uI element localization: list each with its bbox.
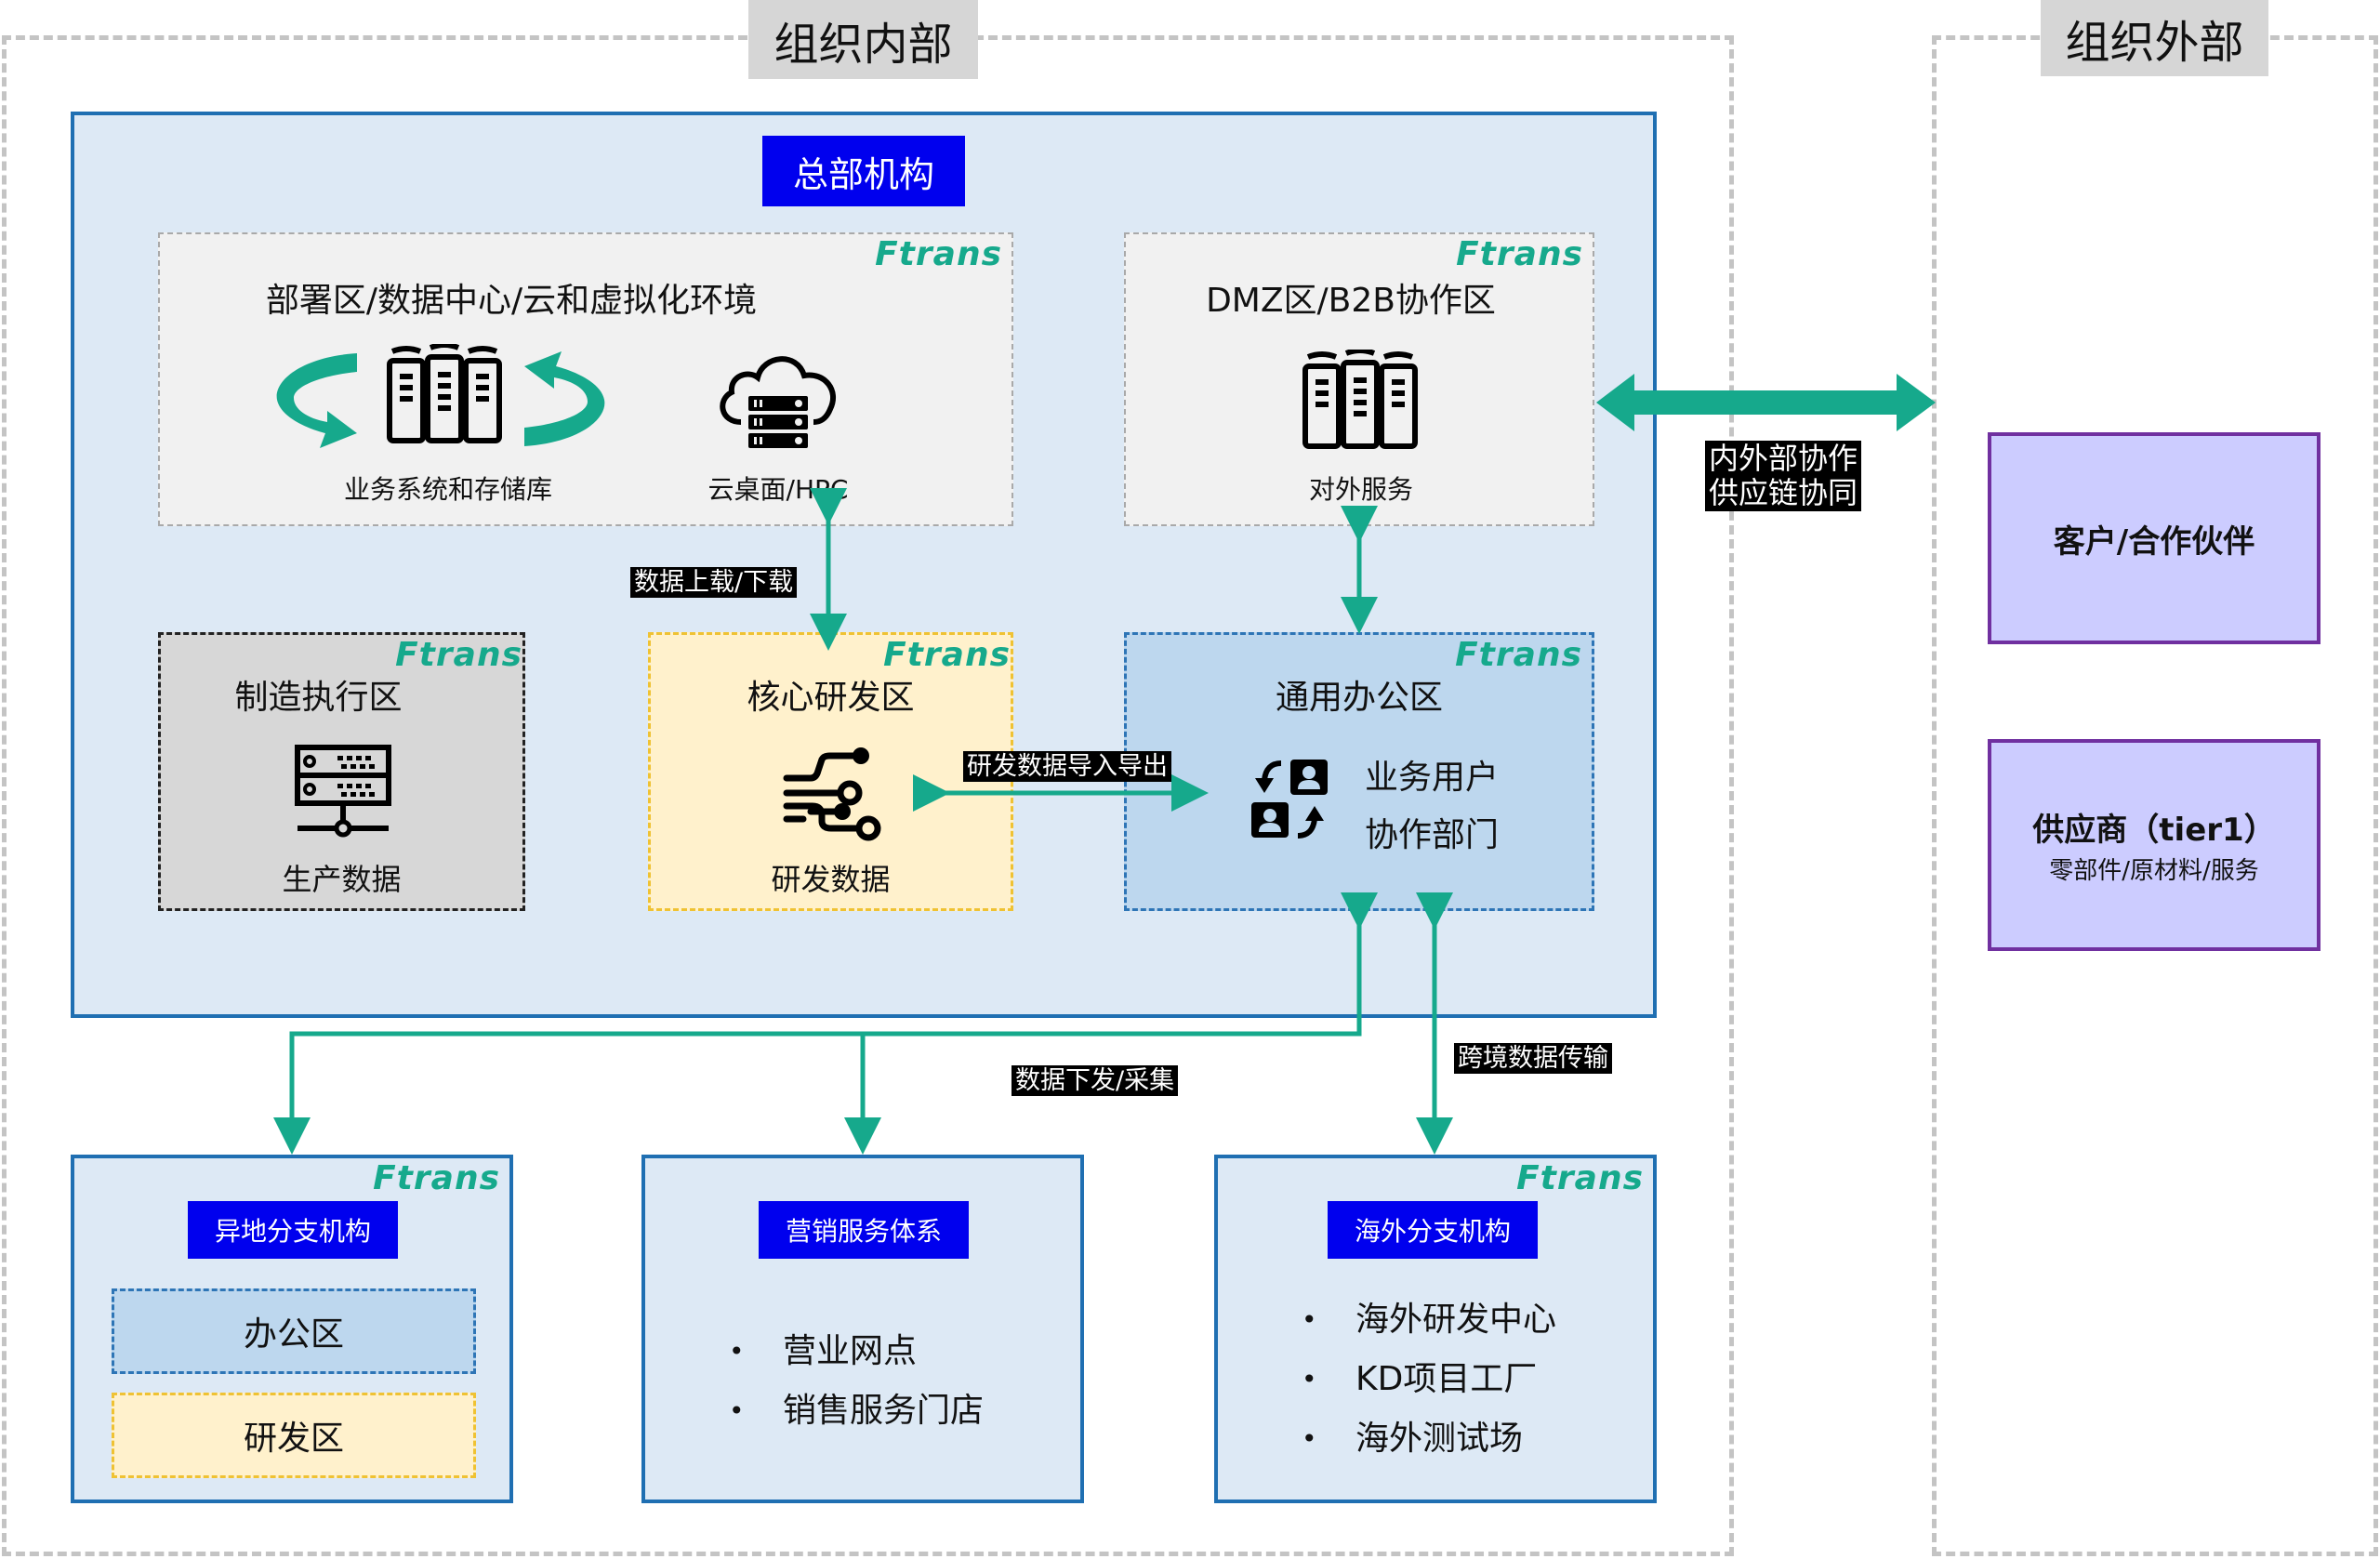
- remote-rd-zone: 研发区: [112, 1393, 476, 1478]
- ftrans-logo: Ftrans: [883, 636, 1011, 674]
- ftrans-logo: Ftrans: [1516, 1159, 1644, 1197]
- list-item: 海外研发中心: [1302, 1290, 1556, 1350]
- customer-partner-box: 客户/合作伙伴: [1988, 432, 2320, 644]
- remote-branch-box: Ftrans 异地分支机构 办公区 研发区: [71, 1155, 513, 1503]
- internal-region-label: 组织内部: [748, 0, 978, 79]
- cloud-desktop-hpc-label: 云桌面/HPC: [707, 474, 849, 505]
- external-collab-line-1: 内外部协作: [1709, 441, 1858, 476]
- core-rd-zone: Ftrans 核心研发区 研发数据: [648, 632, 1013, 911]
- network-server-icon: [295, 745, 391, 838]
- user-exchange-icon: [1251, 760, 1328, 839]
- marketing-list: 营业网点 销售服务门店: [729, 1322, 984, 1441]
- server-rack-icon: [1302, 350, 1418, 449]
- marketing-box: 营销服务体系 营业网点 销售服务门店: [641, 1155, 1084, 1503]
- distribute-collect-label: 数据下发/采集: [1012, 1065, 1179, 1097]
- supplier-box: 供应商（tier1） 零部件/原材料/服务: [1988, 739, 2320, 951]
- upload-download-label: 数据上载/下载: [630, 567, 798, 599]
- ftrans-logo: Ftrans: [1455, 636, 1582, 674]
- production-data-label: 生产数据: [282, 862, 402, 897]
- marketing-label: 营销服务体系: [759, 1201, 969, 1259]
- business-users-label: 业务用户: [1365, 759, 1500, 797]
- cloud-server-icon: [720, 356, 837, 448]
- core-rd-zone-title: 核心研发区: [747, 679, 915, 717]
- overseas-list: 海外研发中心 KD项目工厂 海外测试场: [1302, 1290, 1556, 1469]
- rd-data-label: 研发数据: [771, 862, 891, 897]
- list-item: KD项目工厂: [1302, 1350, 1556, 1409]
- supplier-title: 供应商（tier1）: [2032, 812, 2276, 849]
- circuit-icon: [783, 747, 881, 841]
- ftrans-logo: Ftrans: [373, 1159, 500, 1197]
- external-collab-line-2: 供应链协同: [1709, 474, 1858, 510]
- rd-import-export-label: 研发数据导入导出: [963, 751, 1171, 783]
- server-rack-icon: [387, 344, 502, 443]
- dmz-zone-title: DMZ区/B2B协作区: [1206, 282, 1496, 320]
- business-systems-label: 业务系统和存储库: [343, 474, 552, 505]
- remote-branch-label: 异地分支机构: [188, 1201, 398, 1259]
- list-item: 营业网点: [729, 1322, 984, 1381]
- ftrans-logo: Ftrans: [395, 636, 522, 674]
- office-zone-title: 通用办公区: [1275, 679, 1443, 717]
- supplier-subtitle: 零部件/原材料/服务: [2049, 857, 2259, 885]
- deploy-zone: Ftrans 部署区/数据中心/云和虚拟化环境 业务系统和存储库 云桌面/HPC: [158, 232, 1013, 526]
- external-region-label: 组织外部: [2041, 0, 2268, 76]
- overseas-branch-label: 海外分支机构: [1328, 1201, 1538, 1259]
- external-services-label: 对外服务: [1308, 474, 1413, 505]
- cross-border-label: 跨境数据传输: [1454, 1043, 1612, 1075]
- list-item: 销售服务门店: [729, 1381, 984, 1441]
- sync-arrows-icon: [276, 351, 605, 448]
- collab-departments-label: 协作部门: [1365, 816, 1500, 854]
- manufacturing-zone: Ftrans 制造执行区 生产数据: [158, 632, 525, 911]
- customer-partner-title: 客户/合作伙伴: [2053, 522, 2255, 561]
- manufacturing-zone-title: 制造执行区: [234, 679, 403, 717]
- headquarters-label: 总部机构: [762, 136, 965, 206]
- remote-office-zone: 办公区: [112, 1288, 476, 1374]
- list-item: 海外测试场: [1302, 1409, 1556, 1469]
- ftrans-logo: Ftrans: [875, 235, 1002, 273]
- external-collab-label: 内外部协作 供应链协同: [1705, 441, 1862, 511]
- deploy-zone-title: 部署区/数据中心/云和虚拟化环境: [265, 282, 758, 320]
- ftrans-logo: Ftrans: [1456, 235, 1583, 273]
- overseas-branch-box: Ftrans 海外分支机构 海外研发中心 KD项目工厂 海外测试场: [1214, 1155, 1657, 1503]
- office-zone: Ftrans 通用办公区 业务用户 协作部门: [1124, 632, 1594, 911]
- dmz-zone: Ftrans DMZ区/B2B协作区 对外服务: [1124, 232, 1594, 526]
